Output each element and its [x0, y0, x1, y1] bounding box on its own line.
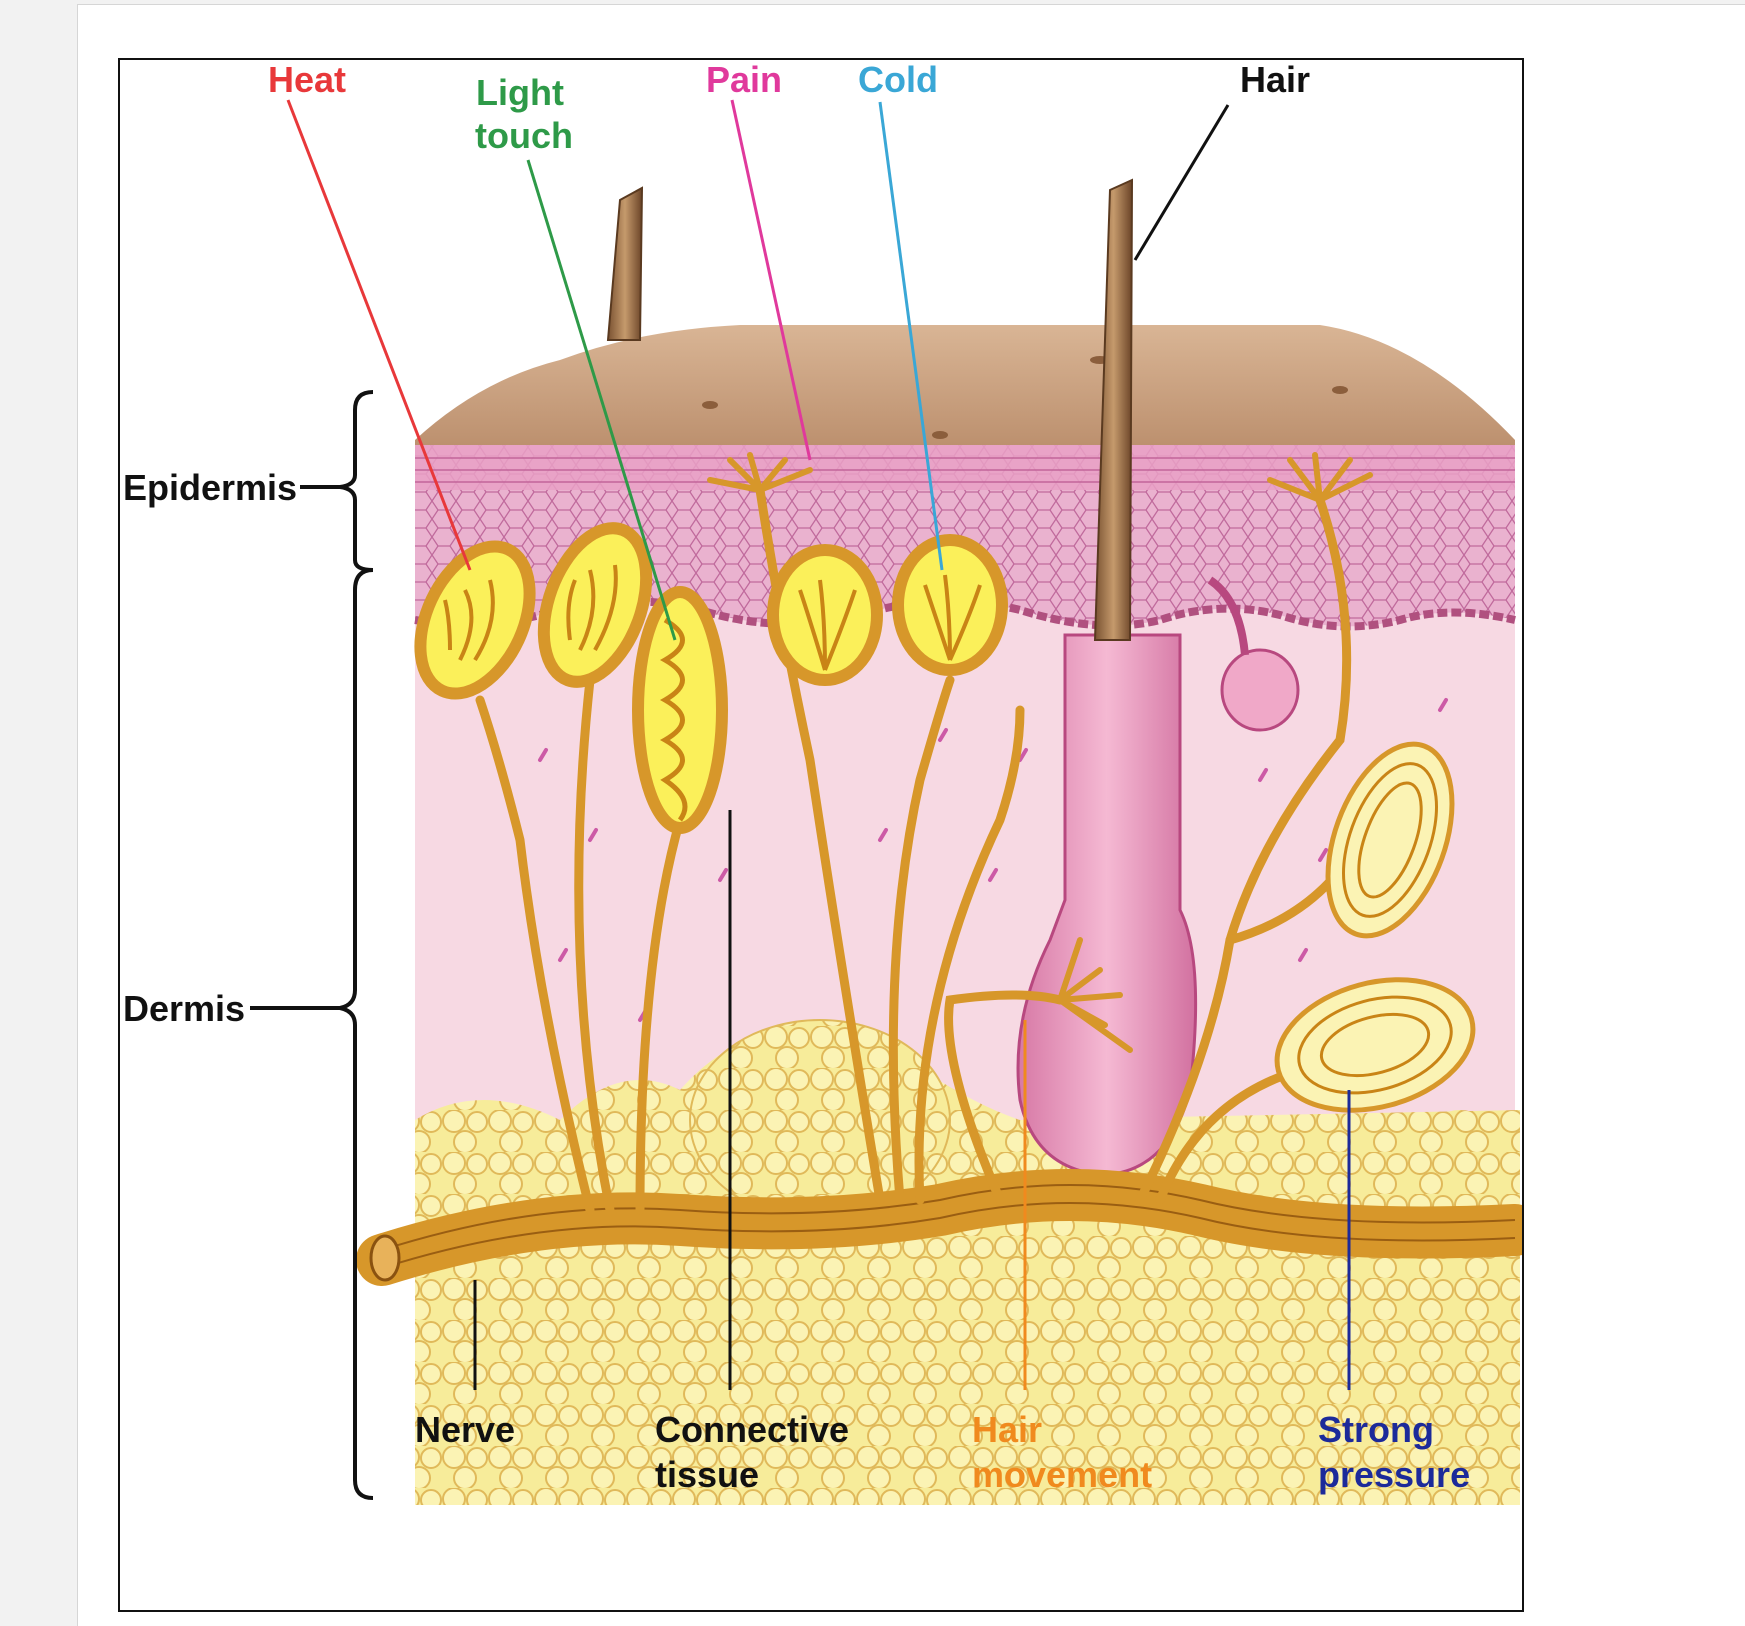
leader-hair [1133, 104, 1230, 261]
free-nerve-endings [707, 452, 1373, 1053]
figure-frame: Heat Light touch Pain Cold Hair Epidermi… [118, 58, 1524, 1612]
hair-shaft-small [606, 186, 644, 341]
label-light-touch-line1: Light [476, 72, 564, 113]
receptor-light-touch [632, 586, 728, 834]
skin-receptor-diagram: Heat Light touch Pain Cold Hair Epidermi… [123, 60, 1522, 1505]
epidermis-layer [415, 445, 1515, 627]
stratum-corneum [415, 445, 1515, 490]
label-hair: Hair [1240, 60, 1310, 100]
nerve-branches [475, 485, 1352, 1215]
nerve-trunk-lines [381, 1184, 1516, 1269]
gland-duct [1207, 576, 1249, 656]
nerve-cut-end [369, 1234, 401, 1282]
sebaceous-gland [1220, 648, 1300, 732]
brace-epidermis [339, 390, 374, 572]
leader-pain [730, 99, 812, 461]
pore [1332, 386, 1348, 394]
label-heat: Heat [268, 60, 346, 100]
leader-light-touch [526, 159, 677, 641]
nerve-trunk [356, 1169, 1522, 1286]
label-connective-line1: Connective [655, 1409, 849, 1450]
receptor-cold [892, 534, 1008, 676]
label-cold: Cold [858, 60, 938, 100]
hair-shaft-large [1093, 178, 1134, 641]
receptor-heat [414, 540, 536, 700]
pore [932, 431, 948, 439]
receptor-strong-pressure [1274, 977, 1476, 1113]
label-dermis: Dermis [123, 988, 245, 1029]
leader-heat [286, 99, 472, 571]
label-light-touch-line2: touch [475, 115, 573, 156]
leader-cold [878, 101, 944, 571]
receptor-ruffini [767, 544, 883, 686]
label-pain: Pain [706, 60, 782, 100]
label-connective-line2: tissue [655, 1454, 759, 1495]
label-hair-movement-line1: Hair [972, 1409, 1042, 1450]
fat-tissue [415, 1027, 1520, 1505]
pore [702, 401, 718, 409]
fat-lobule [1400, 1110, 1520, 1290]
skin-surface [415, 325, 1515, 460]
brace-dermis [339, 568, 374, 1500]
receptor-krause [537, 522, 653, 688]
label-nerve: Nerve [415, 1409, 515, 1450]
label-strong-pressure-line1: Strong [1318, 1409, 1434, 1450]
label-strong-pressure-line2: pressure [1318, 1454, 1470, 1495]
label-hair-movement-line2: movement [972, 1454, 1152, 1495]
label-epidermis: Epidermis [123, 467, 297, 508]
receptor-pacinian-upper [1325, 741, 1455, 939]
